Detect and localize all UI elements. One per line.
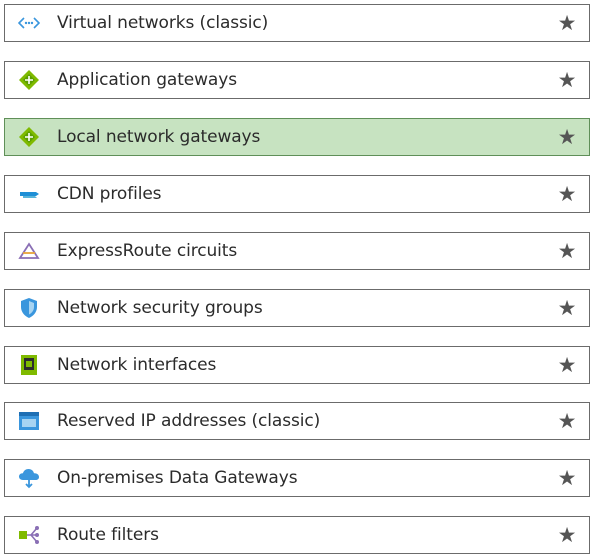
star-icon[interactable]: ★: [557, 408, 577, 433]
item-label: Local network gateways: [57, 127, 261, 147]
virtual-network-icon: [18, 12, 40, 34]
list-item-network-security-groups[interactable]: Network security groups ★: [4, 289, 590, 327]
list-item-local-network-gateways[interactable]: Local network gateways ★: [4, 118, 590, 156]
list-item-route-filters[interactable]: Route filters ★: [4, 516, 590, 554]
item-label: Network security groups: [57, 298, 263, 318]
list-item-on-premises-data-gateways[interactable]: On-premises Data Gateways ★: [4, 459, 590, 497]
item-label: Virtual networks (classic): [57, 13, 269, 33]
star-icon[interactable]: ★: [557, 295, 577, 320]
item-label: ExpressRoute circuits: [57, 241, 238, 261]
list-item-reserved-ip-addresses-classic[interactable]: Reserved IP addresses (classic) ★: [4, 402, 590, 440]
list-item-network-interfaces[interactable]: Network interfaces ★: [4, 346, 590, 384]
star-icon[interactable]: ★: [557, 124, 577, 149]
reserved-ip-icon: [18, 410, 40, 432]
star-icon[interactable]: ★: [557, 10, 577, 35]
item-label: Route filters: [57, 525, 159, 545]
star-icon[interactable]: ★: [557, 522, 577, 547]
cloud-gateway-icon: [18, 467, 40, 489]
route-filter-icon: [18, 524, 40, 546]
star-icon[interactable]: ★: [557, 238, 577, 263]
item-label: Application gateways: [57, 70, 237, 90]
star-icon[interactable]: ★: [557, 181, 577, 206]
list-item-cdn-profiles[interactable]: CDN profiles ★: [4, 175, 590, 213]
star-icon[interactable]: ★: [557, 465, 577, 490]
application-gateway-icon: [18, 69, 40, 91]
list-item-expressroute-circuits[interactable]: ExpressRoute circuits ★: [4, 232, 590, 270]
star-icon[interactable]: ★: [557, 352, 577, 377]
expressroute-icon: [18, 240, 40, 262]
shield-icon: [18, 297, 40, 319]
item-label: On-premises Data Gateways: [57, 468, 298, 488]
list-item-application-gateways[interactable]: Application gateways ★: [4, 61, 590, 99]
item-label: Reserved IP addresses (classic): [57, 411, 321, 431]
list-item-virtual-networks-classic[interactable]: Virtual networks (classic) ★: [4, 4, 590, 42]
network-interface-icon: [18, 354, 40, 376]
item-label: CDN profiles: [57, 184, 162, 204]
star-icon[interactable]: ★: [557, 67, 577, 92]
local-network-gateway-icon: [18, 126, 40, 148]
item-label: Network interfaces: [57, 355, 217, 375]
cdn-profile-icon: [18, 183, 40, 205]
